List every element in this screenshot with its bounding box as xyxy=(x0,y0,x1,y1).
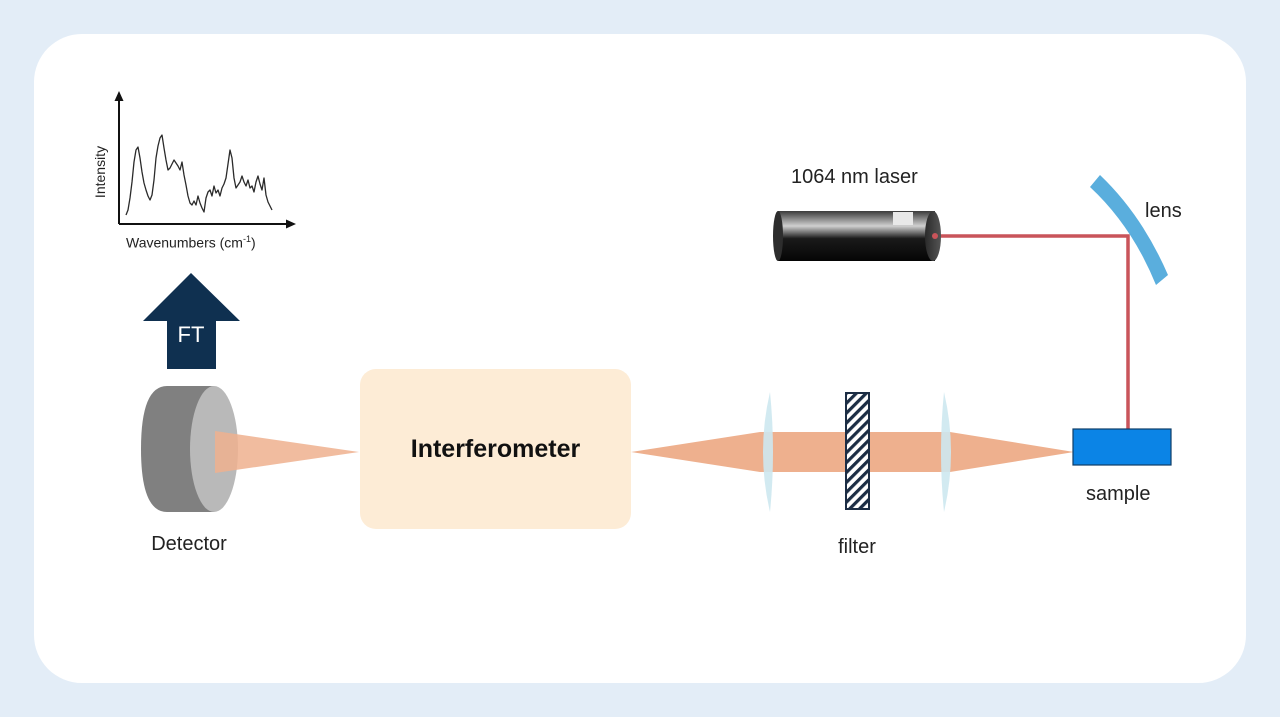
diagram-card xyxy=(34,34,1246,683)
detector-label: Detector xyxy=(151,533,227,555)
interferometer-box: Interferometer xyxy=(360,369,631,529)
laser-icon xyxy=(773,211,941,261)
laser-beam xyxy=(935,234,1130,430)
spectrum-axes xyxy=(114,91,296,229)
ft-arrow-icon xyxy=(143,273,240,369)
spectrum-trace xyxy=(125,134,273,216)
interferometer-label: Interferometer xyxy=(410,434,581,463)
collection-lens-left xyxy=(763,392,773,512)
sample-icon xyxy=(1072,428,1172,466)
collection-lens-right xyxy=(941,392,951,512)
spectrum-x-label: Wavenumbers (cm-1) xyxy=(126,234,256,251)
filter-icon xyxy=(845,392,870,510)
lens-icon xyxy=(1090,175,1168,285)
spectrum-y-label: Intensity xyxy=(92,145,108,199)
ft-label: FT xyxy=(177,322,205,347)
laser-label: 1064 nm laser xyxy=(791,166,918,188)
sample-label: sample xyxy=(1086,483,1151,505)
beam-to-detector xyxy=(215,431,359,473)
detector-icon xyxy=(141,386,238,512)
lens-label: lens xyxy=(1145,200,1182,222)
filter-label: filter xyxy=(838,536,876,558)
